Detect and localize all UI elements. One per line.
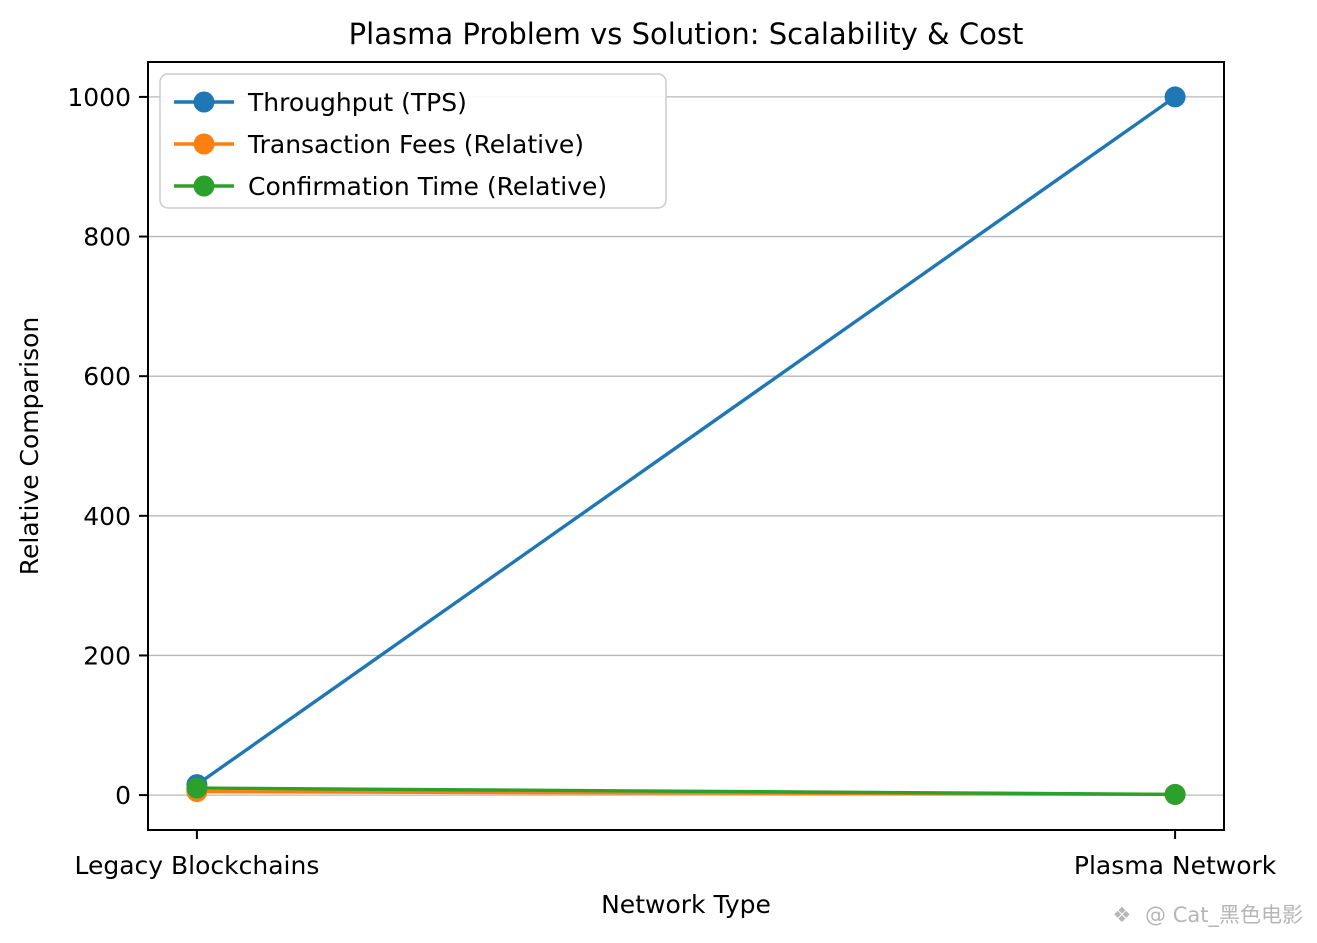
legend-marker-throughput xyxy=(193,91,215,113)
y-tick-label: 200 xyxy=(83,641,131,670)
y-axis-label: Relative Comparison xyxy=(15,317,44,575)
series-layer xyxy=(186,86,1186,805)
axes-frame-layer xyxy=(147,61,1225,831)
series-marker-confirmation xyxy=(186,777,208,799)
legend-label-throughput: Throughput (TPS) xyxy=(247,88,467,117)
legend-label-confirmation: Confirmation Time (Relative) xyxy=(248,172,607,201)
series-line-throughput xyxy=(195,95,1177,787)
y-tick-label: 800 xyxy=(83,223,131,252)
legend: Throughput (TPS) Transaction Fees (Relati… xyxy=(159,73,667,209)
legend-label-fees: Transaction Fees (Relative) xyxy=(247,130,584,159)
series-line-confirmation xyxy=(195,786,1177,797)
y-tick-label: 0 xyxy=(115,781,131,810)
watermark: ❖ @ Cat_黑色电影 xyxy=(1113,903,1303,928)
watermark-label: @ Cat_黑色电影 xyxy=(1145,903,1303,928)
y-tick-label: 600 xyxy=(83,362,131,391)
y-tick-label: 400 xyxy=(83,502,131,531)
x-tick-label: Legacy Blockchains xyxy=(74,851,319,880)
x-axis-label: Network Type xyxy=(601,890,771,919)
x-tick-label: Plasma Network xyxy=(1074,851,1277,880)
y-tick-label: 1000 xyxy=(67,83,131,112)
series-marker-confirmation xyxy=(1164,783,1186,805)
legend-marker-confirmation xyxy=(193,175,215,197)
series-marker-throughput xyxy=(1164,86,1186,108)
legend-box xyxy=(159,73,667,209)
chart-title: Plasma Problem vs Solution: Scalability … xyxy=(349,17,1024,51)
watermark-diamond-icon: ❖ xyxy=(1113,903,1132,927)
axes-frame xyxy=(147,61,1225,831)
legend-marker-fees xyxy=(193,133,215,155)
